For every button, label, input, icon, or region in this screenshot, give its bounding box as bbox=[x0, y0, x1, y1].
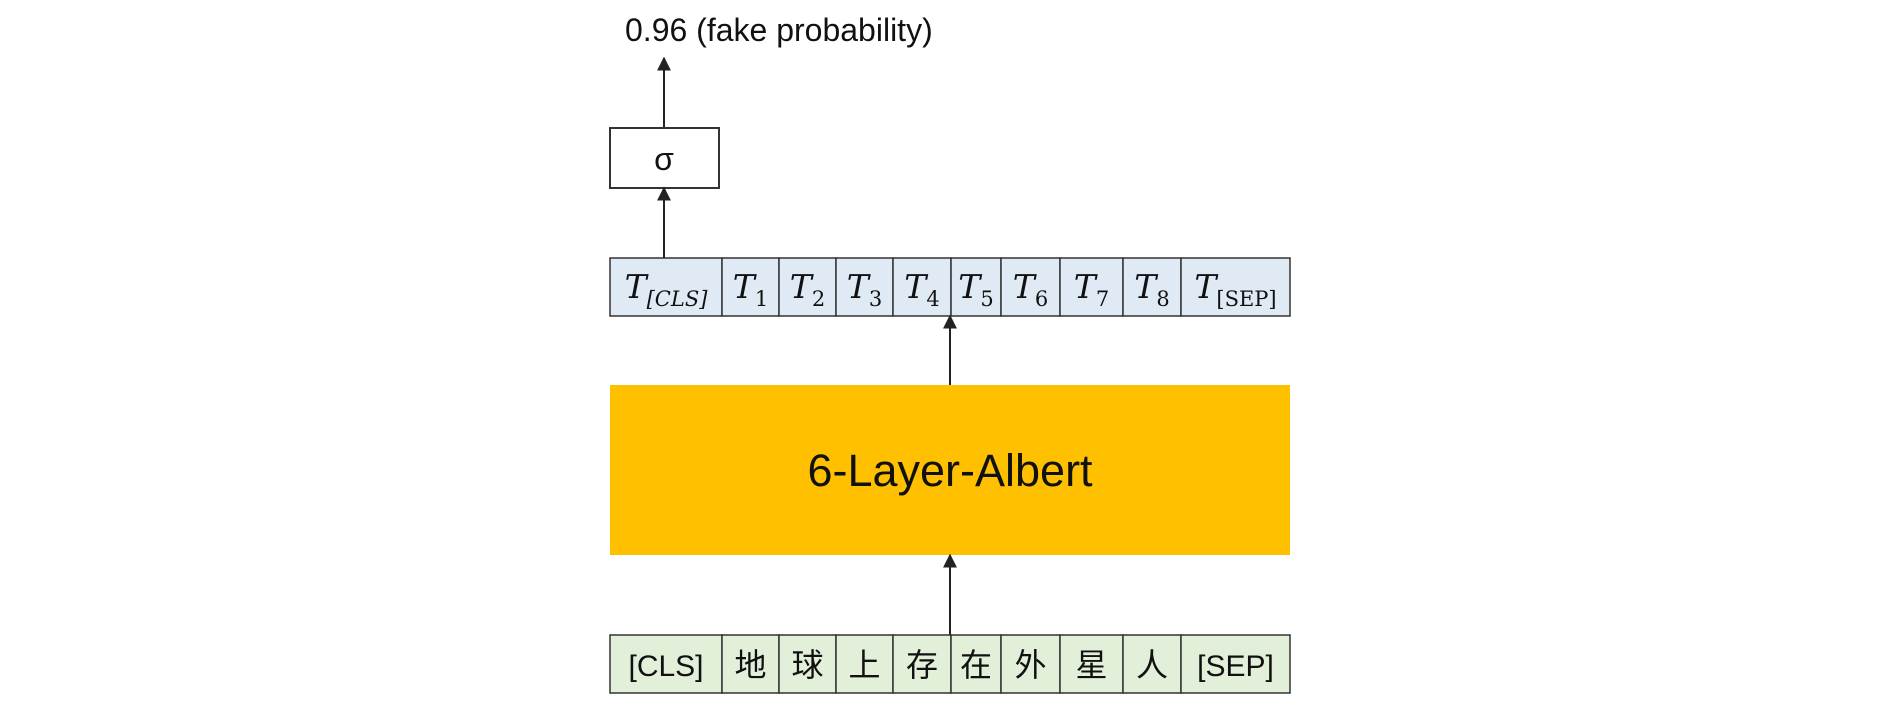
input-token-text: 在 bbox=[960, 646, 992, 684]
output-token-row: T[CLS] T1 T2 T3 T4 T5 T6 T7 T8 T[SEP] bbox=[609, 257, 1291, 317]
output-token-text: T[SEP] bbox=[1194, 267, 1276, 311]
output-token-text: T[CLS] bbox=[625, 267, 709, 311]
output-token-cell: T5 bbox=[950, 257, 1002, 317]
output-token-cell: T[CLS] bbox=[609, 257, 723, 317]
output-token-text: T2 bbox=[790, 267, 825, 311]
sigmoid-box: σ bbox=[609, 127, 720, 189]
output-token-cell: T3 bbox=[835, 257, 894, 317]
input-token-text: 外 bbox=[1014, 646, 1046, 684]
input-token-text: 人 bbox=[1136, 646, 1168, 684]
input-token-cell: 上 bbox=[835, 634, 894, 694]
output-token-cell: T1 bbox=[721, 257, 780, 317]
output-token-text: T4 bbox=[904, 267, 939, 311]
input-token-cell: 球 bbox=[778, 634, 837, 694]
input-token-text: 球 bbox=[791, 646, 823, 684]
input-token-text: [SEP] bbox=[1197, 650, 1274, 683]
output-token-cell: T[SEP] bbox=[1180, 257, 1291, 317]
input-token-text: 地 bbox=[734, 646, 766, 684]
output-token-cell: T2 bbox=[778, 257, 837, 317]
input-token-cell: 外 bbox=[1000, 634, 1061, 694]
input-token-text: 上 bbox=[848, 646, 880, 684]
encoder-label: 6-Layer-Albert bbox=[807, 445, 1093, 496]
encoder-block: 6-Layer-Albert bbox=[610, 385, 1290, 555]
output-token-text: T3 bbox=[847, 267, 882, 311]
input-token-cell: 星 bbox=[1059, 634, 1124, 694]
output-token-text: T6 bbox=[1013, 267, 1048, 311]
input-token-text: [CLS] bbox=[628, 650, 703, 683]
sigmoid-symbol: σ bbox=[654, 141, 674, 177]
input-token-cell: [SEP] bbox=[1180, 634, 1291, 694]
output-token-cell: T4 bbox=[892, 257, 952, 317]
output-token-cell: T8 bbox=[1122, 257, 1182, 317]
output-token-text: T5 bbox=[958, 267, 993, 311]
input-token-cell: 在 bbox=[950, 634, 1002, 694]
output-token-text: T1 bbox=[733, 267, 768, 311]
input-token-text: 存 bbox=[906, 646, 938, 684]
input-token-cell: 地 bbox=[721, 634, 780, 694]
output-token-cell: T7 bbox=[1059, 257, 1124, 317]
input-token-text: 星 bbox=[1075, 646, 1107, 684]
input-token-row: [CLS] 地球上存在外星人 [SEP] bbox=[609, 634, 1291, 694]
output-token-text: T8 bbox=[1134, 267, 1169, 311]
input-token-cell: 存 bbox=[892, 634, 952, 694]
output-token-cell: T6 bbox=[1000, 257, 1061, 317]
input-token-cell: 人 bbox=[1122, 634, 1182, 694]
output-probability-label: 0.96 (fake probability) bbox=[625, 12, 933, 48]
input-token-cell: [CLS] bbox=[609, 634, 723, 694]
output-token-text: T7 bbox=[1074, 267, 1109, 311]
